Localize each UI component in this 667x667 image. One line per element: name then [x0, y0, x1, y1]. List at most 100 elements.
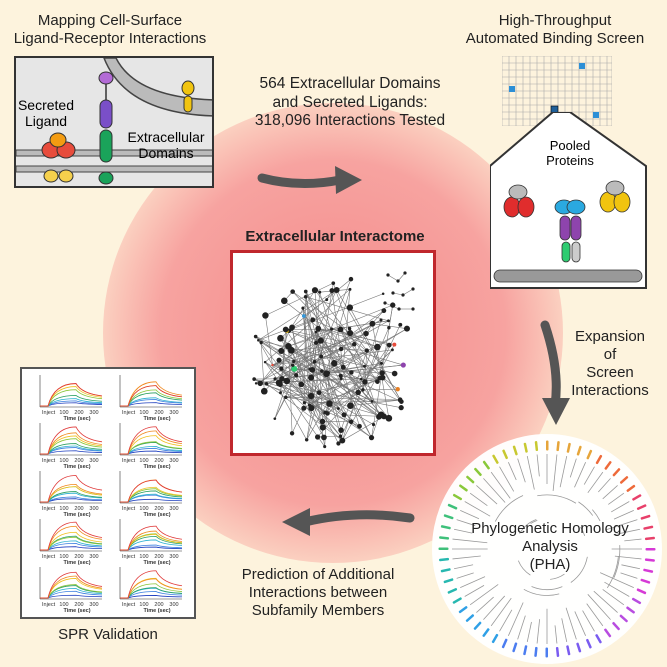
- network-edge: [280, 392, 307, 440]
- network-node: [283, 377, 291, 385]
- extra-label: Extracellular: [127, 129, 204, 145]
- spr-curve: [40, 496, 103, 503]
- network-edge: [281, 368, 341, 437]
- arrow-top-head: [335, 166, 362, 194]
- network-node: [385, 414, 393, 422]
- spr-tick-label: 200: [154, 506, 163, 512]
- spr-curve: [40, 386, 103, 407]
- pha-leaf-label: [492, 454, 499, 464]
- pha-branch: [469, 492, 488, 506]
- network-node: [379, 370, 385, 376]
- network-edge: [265, 282, 334, 316]
- network-node: [391, 348, 394, 352]
- network-edge: [274, 365, 293, 419]
- hit-well: [593, 112, 599, 118]
- pha-leaf-label: [439, 557, 450, 562]
- spr-tick-label: 300: [169, 554, 178, 560]
- pha-branch: [559, 455, 568, 488]
- spr-curve: [120, 591, 183, 599]
- network-edge: [342, 416, 385, 441]
- spr-curve: [120, 587, 183, 599]
- spr-xlabel: Time (sec): [63, 608, 90, 614]
- top-right-caption: High-Throughput Automated Binding Screen: [455, 12, 655, 48]
- pha-leaf-label: [626, 606, 635, 614]
- spr-inject-label: Inject: [42, 410, 56, 416]
- pha-branch: [494, 495, 524, 522]
- spr-curve: [40, 588, 103, 599]
- pha-branch: [569, 458, 577, 478]
- network-node: [383, 301, 387, 305]
- network-node: [364, 348, 369, 353]
- network-edge: [340, 329, 373, 402]
- spr-curve: [120, 441, 183, 455]
- network-node: [403, 271, 407, 275]
- spr-curve: [120, 544, 183, 551]
- spr-curve: [120, 399, 183, 407]
- spr-tick-label: 100: [139, 458, 148, 464]
- network-edge: [280, 350, 302, 385]
- pha-branch: [453, 528, 473, 534]
- pha-leaf-label: [443, 578, 454, 584]
- spr-curve: [40, 389, 103, 407]
- bottom-mid-caption: Prediction of Additional Interactions be…: [218, 566, 418, 620]
- pha-leaf-label: [512, 445, 518, 456]
- network-node: [386, 342, 392, 348]
- network-node: [290, 289, 295, 294]
- network-node: [361, 388, 365, 392]
- interactome-network: [252, 271, 415, 449]
- pha-branch: [476, 596, 494, 613]
- network-edge: [311, 377, 380, 409]
- spr-curve: [40, 492, 103, 503]
- network-node: [349, 370, 354, 375]
- spr-curve: [40, 395, 103, 407]
- spr-curve: [40, 443, 103, 455]
- network-node: [289, 326, 294, 331]
- network-edge: [288, 289, 316, 332]
- secreted-label: Secreted: [18, 97, 74, 113]
- spr-curve: [40, 521, 103, 551]
- pha-branch: [537, 494, 577, 504]
- pha-leaf-label: [644, 558, 655, 562]
- pha-leaf-label: [604, 628, 612, 638]
- network-node: [374, 343, 381, 351]
- network-node: [253, 334, 258, 339]
- network-node: [392, 342, 397, 347]
- network-node: [370, 400, 374, 403]
- network-node: [316, 390, 322, 396]
- spr-curve: [40, 491, 103, 503]
- spr-curve: [120, 430, 183, 455]
- pha-leaf-label: [512, 642, 518, 653]
- network-edge: [292, 291, 351, 334]
- spr-tick-label: 100: [139, 410, 148, 416]
- network-node: [411, 307, 415, 311]
- spr-curve: [120, 426, 183, 455]
- network-node: [377, 375, 382, 381]
- network-node: [283, 395, 288, 400]
- pha-branch: [580, 526, 586, 536]
- spr-tick-label: 100: [59, 458, 68, 464]
- pha-branch: [517, 615, 526, 640]
- spr-curve: [120, 578, 183, 599]
- spr-curve: [40, 536, 103, 551]
- network-node: [318, 290, 322, 294]
- spr-xlabel: Time (sec): [143, 464, 170, 470]
- pha-branch: [587, 471, 604, 494]
- spr-curve: [120, 435, 183, 455]
- pha-branch: [611, 501, 630, 513]
- network-node: [337, 326, 344, 333]
- pha-leaf-label: [566, 442, 571, 453]
- network-node: [301, 405, 307, 411]
- top-left-caption: Mapping Cell-Surface Ligand-Receptor Int…: [10, 12, 210, 48]
- pha-branch: [476, 485, 498, 505]
- pha-leaf-label: [443, 514, 454, 520]
- hit-well: [509, 86, 515, 92]
- pha-leaf-label: [482, 628, 490, 637]
- pha-branch: [593, 590, 618, 613]
- network-edge: [286, 380, 372, 438]
- network-node: [290, 363, 295, 367]
- pha-branch: [469, 584, 499, 606]
- pha-branch: [452, 538, 488, 544]
- network-node: [398, 322, 403, 327]
- pha-leaf-label: [604, 461, 612, 470]
- spr-xlabel: Time (sec): [63, 416, 90, 422]
